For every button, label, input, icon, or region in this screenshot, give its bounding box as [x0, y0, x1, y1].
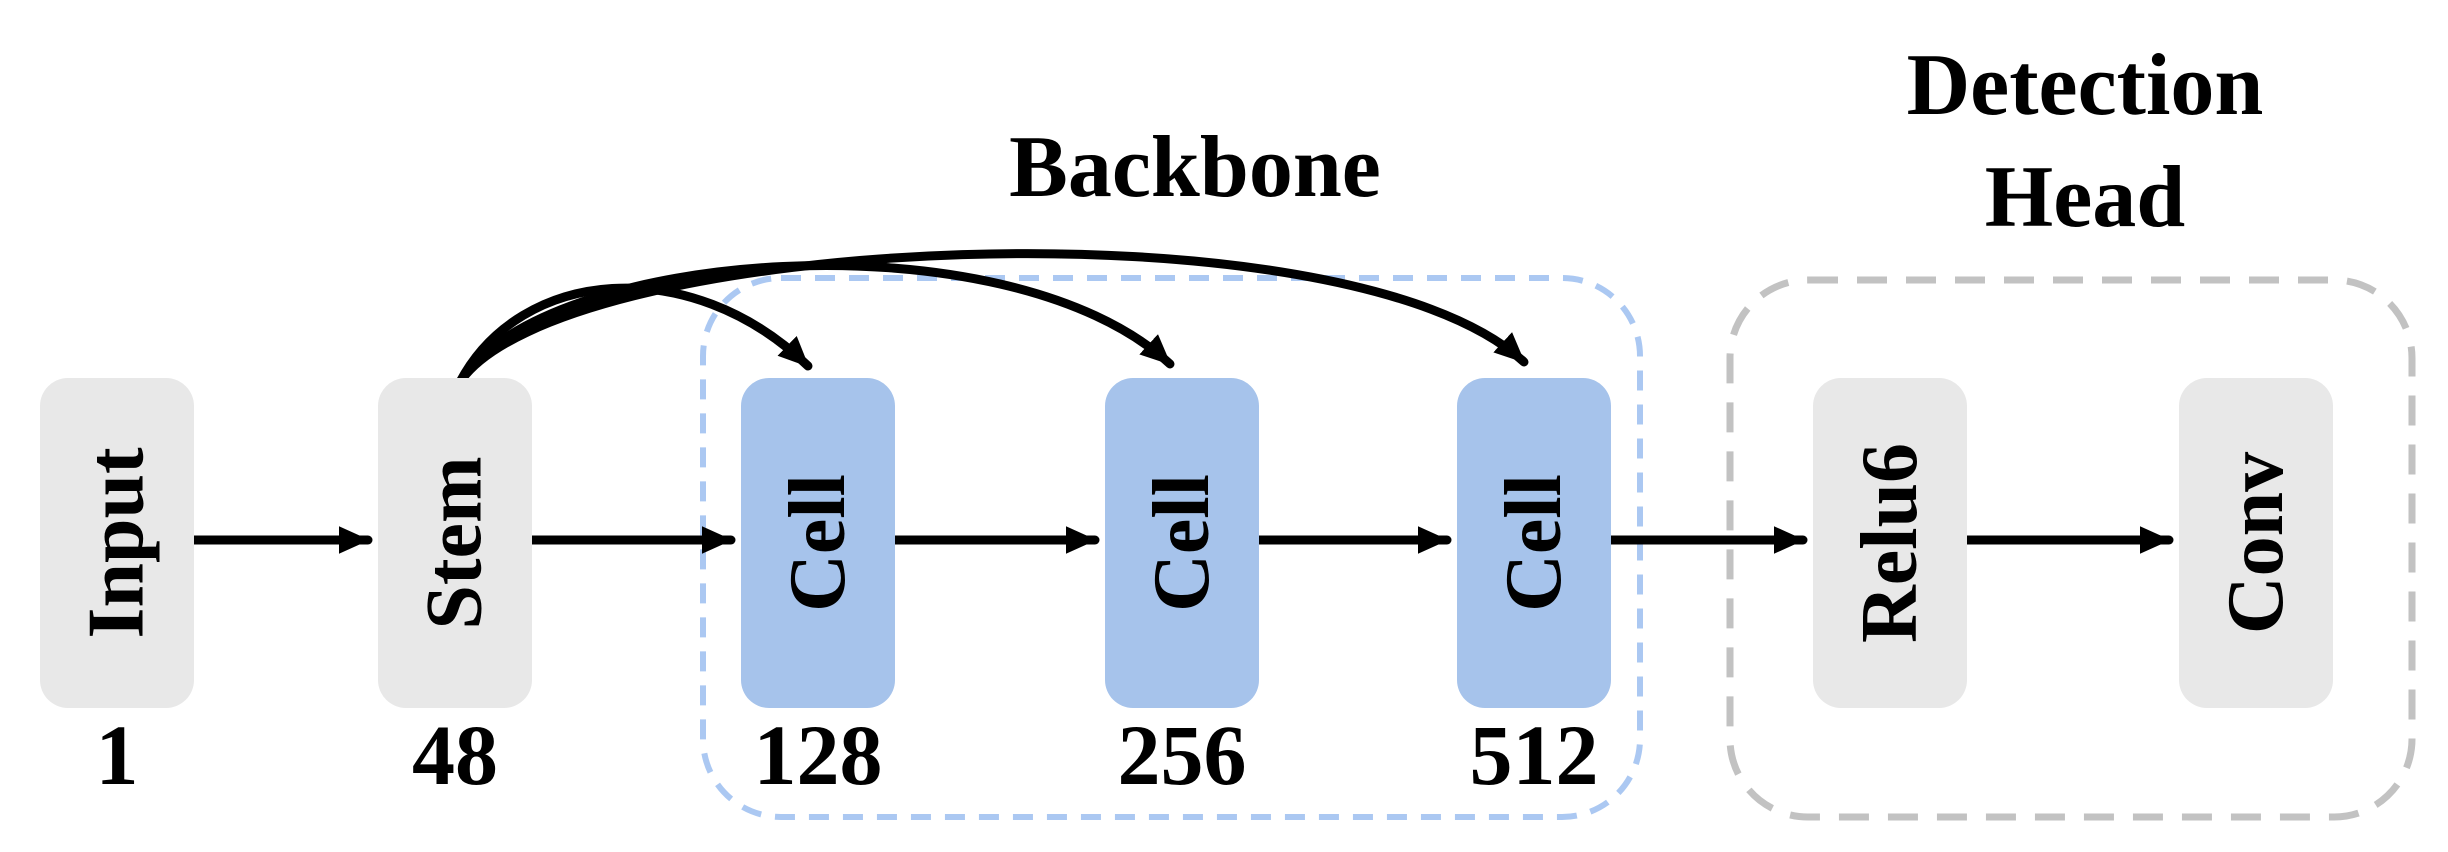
block-cell-1: Cell: [741, 378, 895, 708]
block-input: Input: [40, 378, 194, 708]
detection-head-group-outline: [1726, 276, 2416, 821]
channels-cell-3: 512: [1469, 707, 1599, 803]
channels-input: 1: [95, 707, 139, 803]
block-cell-3-label: Cell: [1489, 474, 1578, 612]
detection-head-title-line1: Detection: [1906, 37, 2264, 134]
skip-arrow-stem-to-cell2: [455, 261, 1175, 387]
skip-arrow-stem-to-cell3: [455, 249, 1529, 387]
block-stem: Stem: [378, 378, 532, 708]
block-relu6: Relu6: [1813, 378, 1967, 708]
channels-cell-1: 128: [753, 707, 883, 803]
block-cell-2: Cell: [1105, 378, 1259, 708]
channels-stem: 48: [412, 707, 498, 803]
channels-cell-2: 256: [1117, 707, 1247, 803]
block-relu6-label: Relu6: [1846, 443, 1934, 643]
block-input-label: Input: [73, 447, 161, 639]
block-conv: Conv: [2179, 378, 2333, 708]
backbone-title: Backbone: [1009, 119, 1381, 216]
block-stem-label: Stem: [411, 456, 499, 630]
block-cell-3: Cell: [1457, 378, 1611, 708]
block-conv-label: Conv: [2212, 451, 2301, 635]
backbone-group-outline: [700, 275, 1643, 820]
detection-head-title-line2: Head: [1984, 149, 2186, 246]
detection-head-title: Detection Head: [1907, 30, 2264, 254]
block-cell-1-label: Cell: [773, 474, 862, 612]
block-cell-2-label: Cell: [1137, 474, 1226, 612]
